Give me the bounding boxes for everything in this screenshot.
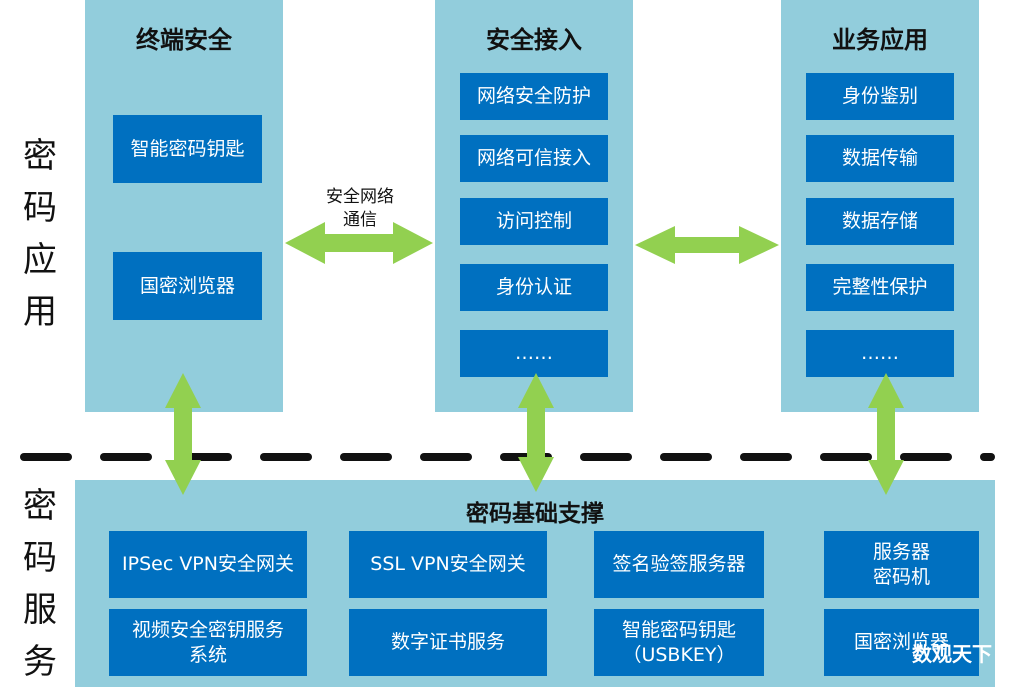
double-arrow-icon: [868, 373, 904, 495]
box-item: ……: [460, 330, 608, 377]
box-item: 国密浏览器: [113, 252, 262, 320]
divider-dash: [980, 453, 995, 461]
box-item: ……: [806, 330, 954, 377]
foundation-item: 签名验签服务器: [594, 531, 764, 598]
panel-title: 终端安全: [136, 26, 232, 54]
panel-title: 安全接入: [486, 26, 582, 54]
double-arrow-icon: [518, 373, 554, 492]
foundation-item: 国密浏览器: [824, 609, 979, 676]
double-arrow-icon: [635, 226, 779, 264]
divider-dash: [340, 453, 392, 461]
divider-dash: [180, 453, 232, 461]
watermark: 数观天下: [912, 642, 992, 666]
foundation-item: SSL VPN安全网关: [349, 531, 547, 598]
divider-dash: [420, 453, 472, 461]
box-item: 数据传输: [806, 135, 954, 182]
box-item: 身份鉴别: [806, 73, 954, 120]
panel-title: 密码基础支撑: [466, 501, 604, 527]
foundation-item: 视频安全密钥服务 系统: [109, 609, 307, 676]
box-item: 网络可信接入: [460, 135, 608, 182]
divider-dash: [100, 453, 152, 461]
foundation-item: 数字证书服务: [349, 609, 547, 676]
panel-title: 业务应用: [832, 26, 928, 54]
box-item: 网络安全防护: [460, 73, 608, 120]
divider-dash: [580, 453, 632, 461]
box-item: 身份认证: [460, 264, 608, 311]
foundation-item: 服务器 密码机: [824, 531, 979, 598]
box-item: 访问控制: [460, 198, 608, 245]
arrow-label: 安全网络 通信: [326, 187, 394, 230]
divider-dash: [900, 453, 952, 461]
divider-dash: [820, 453, 872, 461]
box-item: 数据存储: [806, 198, 954, 245]
box-item: 智能密码钥匙: [113, 115, 262, 183]
divider-dash: [260, 453, 312, 461]
double-arrow-icon: [165, 373, 201, 495]
foundation-item: IPSec VPN安全网关: [109, 531, 307, 598]
label-crypto-service: 密 码 服 务: [23, 486, 57, 682]
double-arrow-icon: [285, 222, 433, 264]
box-item: 完整性保护: [806, 264, 954, 311]
label-crypto-application: 密 码 应 用: [23, 136, 57, 332]
foundation-item: 智能密码钥匙 （USBKEY）: [594, 609, 764, 676]
panel-terminal-security: 终端安全: [85, 0, 283, 412]
divider-dash: [660, 453, 712, 461]
divider-dash: [20, 453, 72, 461]
divider-dash: [740, 453, 792, 461]
